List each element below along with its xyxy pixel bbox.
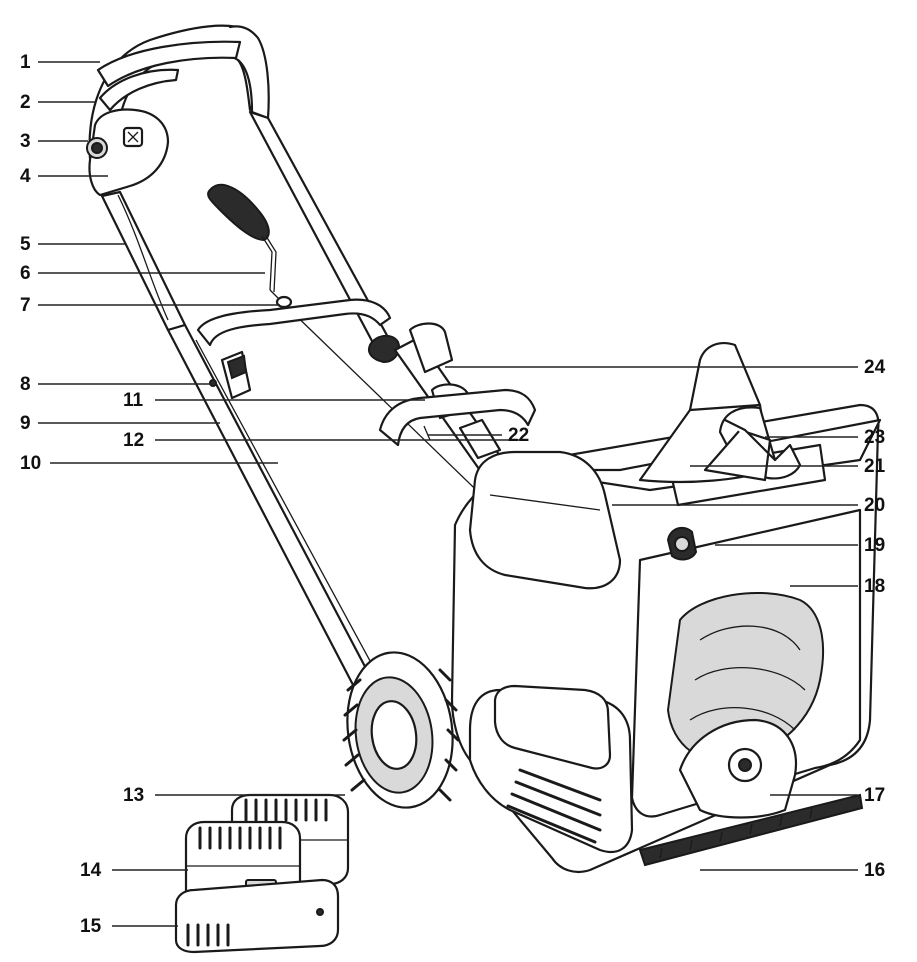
callout-2: 2 — [20, 92, 95, 113]
callout-8: 8 — [20, 374, 212, 395]
callout-label-20: 20 — [864, 495, 885, 516]
callout-7: 7 — [20, 295, 280, 316]
motor-cover — [468, 450, 622, 590]
callout-1: 1 — [20, 52, 100, 73]
callout-label-8: 8 — [20, 374, 31, 395]
callout-14: 14 — [80, 860, 188, 881]
callout-label-13: 13 — [123, 785, 144, 806]
callout-23: 23 — [765, 427, 885, 448]
callout-label-11: 11 — [123, 390, 144, 411]
callout-12: 12 — [123, 430, 520, 451]
main-housing — [450, 403, 882, 874]
callout-label-24: 24 — [864, 357, 886, 378]
callout-label-7: 7 — [20, 295, 31, 316]
discharge-chute — [638, 342, 802, 561]
callout-6: 6 — [20, 263, 265, 284]
callout-22: 22 — [428, 425, 529, 446]
callout-label-10: 10 — [20, 453, 41, 474]
callout-18: 18 — [790, 576, 885, 597]
callout-label-6: 6 — [20, 263, 31, 284]
callout-5: 5 — [20, 234, 125, 255]
handle-knob — [368, 334, 400, 364]
callout-19: 19 — [715, 535, 885, 556]
callout-label-23: 23 — [864, 427, 885, 448]
callout-label-17: 17 — [864, 785, 885, 806]
battery-charger — [174, 878, 340, 954]
fold-knob — [209, 350, 252, 400]
power-cable — [117, 194, 169, 321]
callout-label-19: 19 — [864, 535, 885, 556]
bail-lever — [98, 68, 180, 112]
callout-label-18: 18 — [864, 576, 885, 597]
callout-label-16: 16 — [864, 860, 885, 881]
callout-label-12: 12 — [123, 430, 144, 451]
callout-16: 16 — [700, 860, 885, 881]
callout-24: 24 — [445, 357, 886, 378]
callout-label-15: 15 — [80, 916, 102, 937]
lower-handle-crossbar — [196, 298, 392, 347]
callout-label-9: 9 — [20, 413, 31, 434]
wheel — [342, 651, 460, 809]
rod-clip — [275, 295, 293, 309]
callout-label-14: 14 — [80, 860, 102, 881]
callout-9: 9 — [20, 413, 220, 434]
callout-label-22: 22 — [508, 425, 529, 446]
callout-label-2: 2 — [20, 92, 31, 113]
callout-label-21: 21 — [864, 456, 886, 477]
callout-3: 3 — [20, 131, 88, 152]
callout-4: 4 — [20, 166, 108, 187]
callout-17: 17 — [770, 785, 885, 806]
callout-label-4: 4 — [20, 166, 31, 187]
callout-20: 20 — [612, 495, 885, 516]
callout-label-3: 3 — [20, 131, 31, 152]
snow-thrower-illustration — [86, 24, 882, 954]
callout-15: 15 — [80, 916, 178, 937]
callout-21: 21 — [690, 456, 886, 477]
callout-13: 13 — [123, 785, 345, 806]
side-ribs — [506, 768, 602, 844]
callout-10: 10 — [20, 453, 278, 474]
callout-label-5: 5 — [20, 234, 31, 255]
callout-11: 11 — [123, 390, 425, 411]
switch-box — [86, 108, 170, 197]
left-upper-tube — [100, 190, 187, 332]
callout-label-1: 1 — [20, 52, 31, 73]
